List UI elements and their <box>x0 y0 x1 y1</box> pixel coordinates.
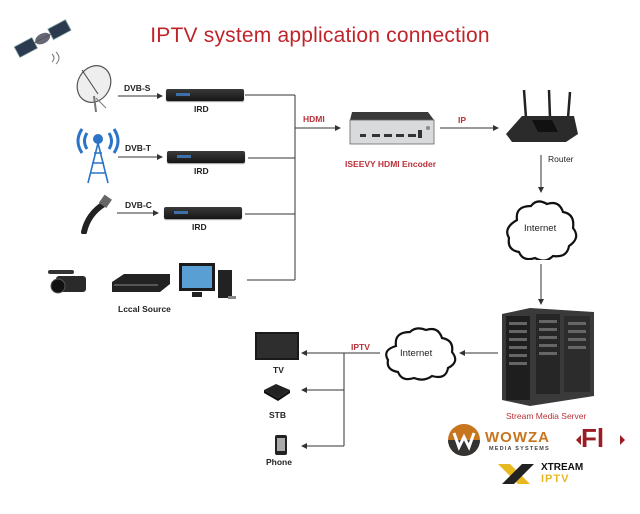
internet-cloud-top <box>506 200 578 260</box>
ird-label-2: IRD <box>194 166 209 176</box>
wowza-name: WOWZA <box>485 429 550 446</box>
xtream-title: XTREAM <box>541 462 584 473</box>
desktop-computer-icon <box>179 263 236 299</box>
stream-media-server-icon <box>502 308 594 406</box>
server-label: Stream Media Server <box>506 411 587 421</box>
wowza-subtitle: MEDIA SYSTEMS <box>489 446 550 452</box>
diagram-title: IPTV system application connection <box>150 24 490 47</box>
router-icon <box>506 89 578 142</box>
xtream-x-icon <box>498 464 534 484</box>
tv-label: TV <box>273 365 284 375</box>
dvbs-label: DVB-S <box>124 83 151 93</box>
iptv-label: IPTV <box>351 342 370 352</box>
internet-top-label: Internet <box>524 223 557 234</box>
ird-device-2 <box>167 151 245 163</box>
internet-cloud-bottom <box>385 327 457 381</box>
router-label: Router <box>548 154 574 164</box>
ird-device-1 <box>166 89 244 101</box>
internet-bottom-label: Internet <box>400 348 433 359</box>
xtream-iptv: IPTV <box>541 473 570 485</box>
satellite-icon <box>13 19 72 65</box>
broadcast-tower-icon <box>76 128 120 184</box>
local-source-label: Lccal Source <box>118 304 171 314</box>
camcorder-icon <box>48 270 86 294</box>
dvbt-label: DVB-T <box>125 143 151 153</box>
ip-label: IP <box>458 115 467 125</box>
coax-cable-icon <box>81 194 112 234</box>
dvbc-label: DVB-C <box>125 200 152 210</box>
dvd-player-icon <box>112 274 170 292</box>
fl-left-arrow-icon <box>576 435 581 445</box>
ird-label-1: IRD <box>194 104 209 114</box>
fl-right-arrow-icon <box>620 435 625 445</box>
fl-logo: Fl <box>581 423 605 453</box>
encoder-label: ISEEVY HDMI Encoder <box>345 159 437 169</box>
wowza-logo-icon <box>448 424 480 456</box>
ird-device-3 <box>164 207 242 219</box>
tv-icon <box>255 332 299 360</box>
phone-label: Phone <box>266 457 292 467</box>
stb-label: STB <box>269 410 286 420</box>
ird-label-3: IRD <box>192 222 207 232</box>
satellite-dish-icon <box>76 65 112 113</box>
hdmi-label: HDMI <box>303 114 325 124</box>
phone-icon <box>275 435 287 455</box>
set-top-box-icon <box>264 384 290 401</box>
hdmi-encoder-device <box>349 112 435 145</box>
